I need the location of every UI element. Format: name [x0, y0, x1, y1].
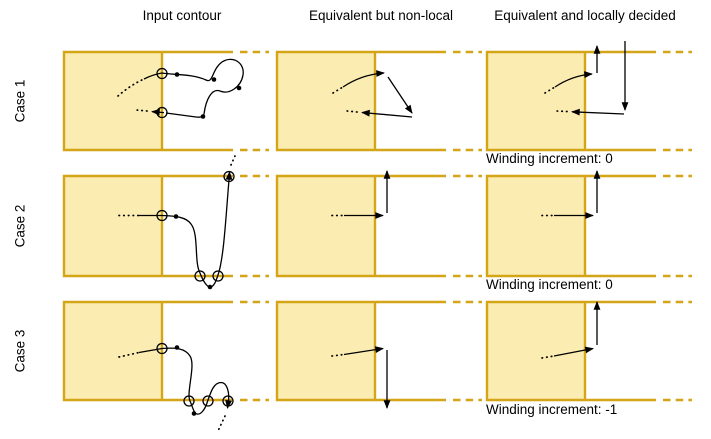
contour-dotted-tail-in [118, 351, 140, 358]
frame-dashes [453, 300, 482, 402]
cell-frame [62, 300, 233, 402]
filled-region [64, 52, 162, 150]
contour-dotted-tail-out [217, 415, 226, 432]
boundary-crossing-marker [223, 170, 235, 183]
case2-locally-decided-cell [485, 170, 692, 278]
winding-increment-label-case3: Winding increment: -1 [486, 402, 618, 417]
cell-frame [275, 174, 446, 278]
case2-input-cell [62, 155, 269, 290]
sample-point-dot [174, 345, 180, 350]
boundary-crossing-marker [183, 395, 195, 407]
case3-input-cell [62, 300, 269, 432]
sample-point-dot [200, 114, 206, 119]
filled-region [64, 176, 162, 276]
winding-increment-label-case2: Winding increment: 0 [486, 277, 613, 292]
case1-non-local-cell [275, 50, 482, 152]
sample-point-dot [174, 72, 180, 77]
contour-curve [139, 171, 233, 288]
cell-frame [62, 174, 233, 278]
contour-arrow-segment [342, 70, 385, 88]
cell-frame [62, 50, 233, 152]
boundary-crossing-marker [222, 395, 234, 407]
case2-non-local-cell [275, 170, 482, 278]
contour-dotted-tail-out [230, 155, 236, 166]
frame-dashes [240, 174, 269, 278]
column-header-equivalent-locally-decided: Equivalent and locally decided [494, 8, 676, 23]
filled-region [277, 302, 375, 400]
filled-region [487, 52, 585, 150]
boundary-crossing-marker [202, 395, 214, 407]
frame-dashes [663, 174, 692, 278]
frame-dashes [663, 300, 692, 402]
sample-point-dot [191, 411, 197, 416]
boundary-crossing-marker [156, 106, 168, 119]
contour-arrow-segment [554, 71, 593, 88]
contour-dotted-tail-in [544, 86, 556, 94]
filled-region [277, 176, 375, 276]
cell-frame [485, 50, 656, 152]
contour-dotted-tail-in [541, 355, 555, 359]
cell-frame [485, 300, 656, 402]
cell-frame [485, 174, 656, 278]
contour-arrow-segment [387, 76, 413, 114]
boundary-crossing-marker [156, 342, 168, 355]
case3-locally-decided-cell [485, 300, 692, 402]
contour-curve [143, 58, 244, 118]
filled-region [487, 302, 585, 400]
boundary-crossing-marker [156, 209, 168, 222]
contour-arrow-segment [151, 108, 165, 116]
sample-point-dot [207, 284, 213, 290]
case1-locally-decided-cell [485, 41, 692, 152]
contour-arrow-segment [553, 346, 594, 357]
frame-dashes [240, 300, 269, 402]
contour-arrow-segment [571, 108, 625, 116]
frame-dashes [453, 50, 482, 152]
winding-increment-label-case1: Winding increment: 0 [486, 151, 613, 166]
sample-point-dot [211, 77, 217, 82]
boundary-crossing-marker [212, 270, 224, 282]
sample-point-dot [236, 85, 242, 91]
filled-region [487, 176, 585, 276]
column-header-input-contour: Input contour [142, 8, 222, 23]
cell-frame [275, 300, 446, 402]
boundary-crossing-marker [156, 67, 168, 80]
contour-dotted-tail-in [331, 353, 345, 357]
frame-dashes [663, 50, 692, 152]
contour-arrow-segment [361, 109, 413, 118]
case3-non-local-cell [275, 300, 482, 409]
boundary-crossing-marker [194, 270, 206, 282]
sample-point-dot [173, 214, 179, 219]
filled-region [277, 52, 375, 150]
case1-input-cell [62, 50, 269, 152]
contour-dotted-tail-out [555, 110, 568, 113]
contour-dotted-tail-in [332, 86, 344, 94]
frame-dashes [240, 50, 269, 152]
contour-dotted-tail-in [117, 78, 145, 97]
frame-dashes [453, 174, 482, 278]
cell-frame [275, 50, 446, 152]
contour-dotted-tail-out [346, 110, 358, 113]
contour-arrow-segment [343, 346, 384, 356]
contour-curve [138, 347, 232, 415]
contour-dotted-tail-out [135, 109, 148, 112]
column-header-equivalent-non-local: Equivalent but non-local [308, 8, 454, 23]
